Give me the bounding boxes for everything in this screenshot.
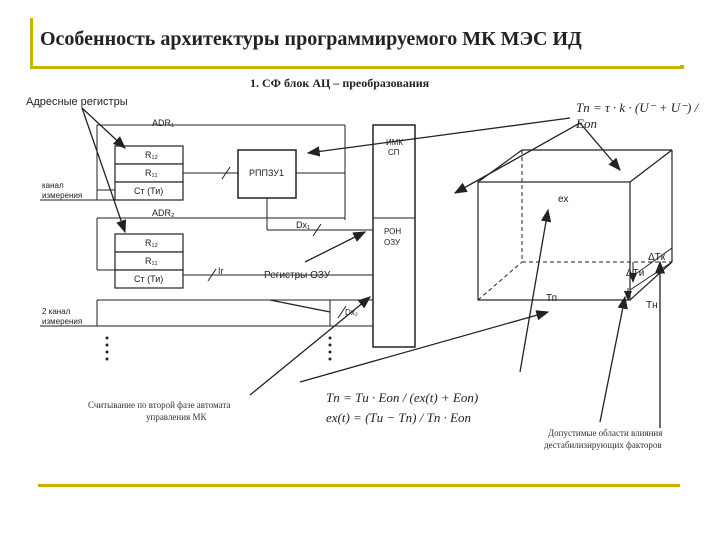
areas-note-line2: дестабилизирующих факторов xyxy=(544,440,662,450)
channel-2-label-line2: измерения xyxy=(42,317,83,326)
ir-label: Ir xyxy=(218,266,224,276)
r11-label: R₁₁ xyxy=(145,168,158,178)
annotation-arrows xyxy=(81,107,666,428)
title-underline xyxy=(30,66,680,69)
adr2-label: ADR₂ xyxy=(152,208,175,218)
imk-ron-column xyxy=(372,124,416,348)
r12-label: R₁₂ xyxy=(145,150,159,160)
channel-label-line2: измерения xyxy=(42,191,83,200)
ti-label: Тн xyxy=(646,300,658,311)
counter-ct-2 xyxy=(114,269,184,289)
dx1-label: Dx₁ xyxy=(296,220,311,230)
r11-label-2: R₁₁ xyxy=(145,256,158,266)
title-accent-bar xyxy=(30,18,33,68)
ron-label: РОН xyxy=(384,227,402,236)
ozu-registers-label: Регистры ОЗУ xyxy=(264,270,331,281)
channel-2-block xyxy=(96,299,373,361)
sp-label: СП xyxy=(388,148,400,157)
register-group-2 xyxy=(96,217,373,289)
admissible-region-box xyxy=(477,149,673,301)
ct-label-2: Ст (Ти) xyxy=(134,274,164,284)
read-phase-note-line1: Считывание по второй фазе автомата xyxy=(88,400,231,410)
imk-label: ИМК xyxy=(386,138,404,147)
counter-ct xyxy=(114,181,184,201)
r12-label-2: R₁₂ xyxy=(145,238,159,248)
areas-note-line1: Допустимые области влияния xyxy=(548,428,663,438)
read-phase-note-line2: управления МК xyxy=(146,412,207,422)
slide-subtitle: 1. СФ блок АЦ – преобразования xyxy=(250,76,430,90)
ex-label: ex xyxy=(558,194,569,205)
tp-label: Тп xyxy=(546,293,558,304)
channel-2-label-line1: 2 канал xyxy=(42,307,71,316)
dx2-label: Dx₂ xyxy=(345,308,358,317)
rppzu-label: РППЗУ1 xyxy=(249,168,284,178)
footer-line xyxy=(38,484,680,487)
adr1-label: ADR₁ xyxy=(152,118,175,128)
formula-bottom-left: Tп = Tи · Eоп / (ex(t) + Eоп) xyxy=(326,390,479,405)
formula-top: Tп = τ · k · (U⁻ + U⁻) / Eоп xyxy=(576,100,699,131)
ct-label: Ст (Ти) xyxy=(134,186,164,196)
formula-bottom-right: ex(t) = (Tи − Tп) / Tп · Eоп xyxy=(326,410,472,425)
delta-ti-label: ΔTи xyxy=(626,268,645,279)
register-group-1 xyxy=(96,124,346,220)
channel-label-line1: канал xyxy=(42,181,64,190)
ozu-label: ОЗУ xyxy=(384,238,401,247)
title-underline-dot xyxy=(680,65,684,69)
address-registers-label: Адресные регистры xyxy=(26,96,128,108)
delta-tk-label: ΔTк xyxy=(648,252,666,263)
slide-title: Особенность архитектуры программируемого… xyxy=(40,28,582,50)
